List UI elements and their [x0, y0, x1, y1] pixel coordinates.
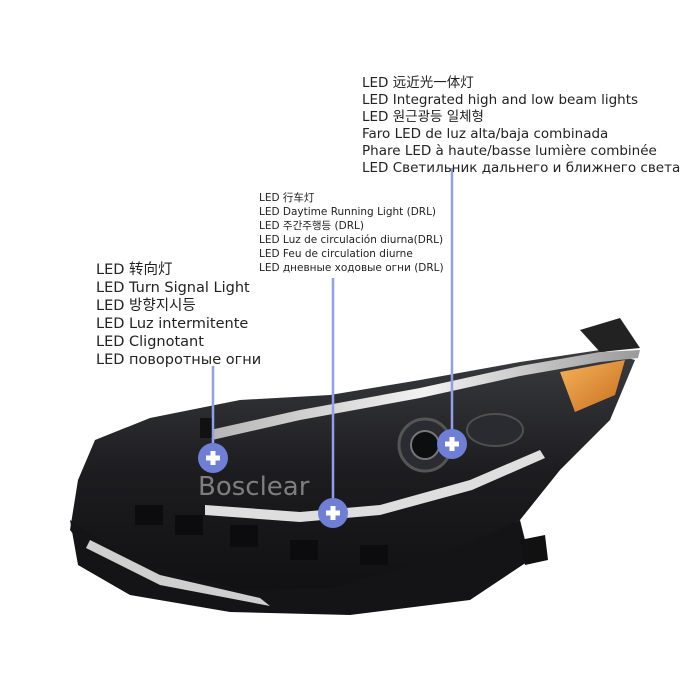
beam-label: LED Integrated high and low beam lights: [362, 92, 639, 108]
drl-label: LED Luz de circulación diurna(DRL): [259, 234, 444, 246]
turn-label-block: LED 转向灯 LED Turn Signal Light LED 방향지시등 …: [96, 263, 261, 371]
plus-marker-icon[interactable]: [437, 429, 467, 459]
connector: [520, 535, 548, 565]
beam-label: LED 远近光一体灯: [362, 75, 474, 91]
plus-marker-icon[interactable]: [198, 443, 228, 473]
drl-label: LED Daytime Running Light (DRL): [259, 206, 437, 218]
turn-label: LED Turn Signal Light: [96, 280, 250, 296]
drl-label: LED 주간주행등 (DRL): [259, 220, 364, 232]
drl-label: LED 行车灯: [259, 192, 315, 204]
turn-label: LED поворотные огни: [96, 352, 262, 368]
plus-marker-icon[interactable]: [318, 498, 348, 528]
beam-label: LED Светильник дальнего и ближнего света: [362, 160, 681, 176]
drl-label: LED Feu de circulation diurne: [259, 248, 413, 260]
turn-label: LED Luz intermitente: [96, 316, 249, 332]
drl-strip: [205, 450, 545, 522]
amber-turn-lamp: [560, 360, 625, 412]
beam-label: Phare LED à haute/basse lumière combinée: [362, 143, 657, 159]
beam-label-block: LED 远近光一体灯 LED Integrated high and low b…: [362, 75, 681, 179]
beam-label: LED 원근광등 일체형: [362, 109, 484, 125]
turn-label: LED Clignotant: [96, 334, 204, 350]
lower-chrome: [86, 540, 270, 606]
turn-label: LED 방향지시등: [96, 298, 196, 314]
drl-label-block: LED 行车灯 LED Daytime Running Light (DRL) …: [259, 193, 444, 277]
turn-label: LED 转向灯: [96, 262, 173, 278]
chrome-trim: [210, 350, 640, 440]
watermark: Bosclear: [198, 472, 310, 502]
drl-label: LED дневные ходовые огни (DRL): [259, 262, 444, 274]
beam-label: Faro LED de luz alta/baja combinada: [362, 126, 609, 142]
housing-body: [70, 350, 635, 600]
mount-fin: [580, 318, 640, 352]
lower-housing: [70, 520, 530, 615]
